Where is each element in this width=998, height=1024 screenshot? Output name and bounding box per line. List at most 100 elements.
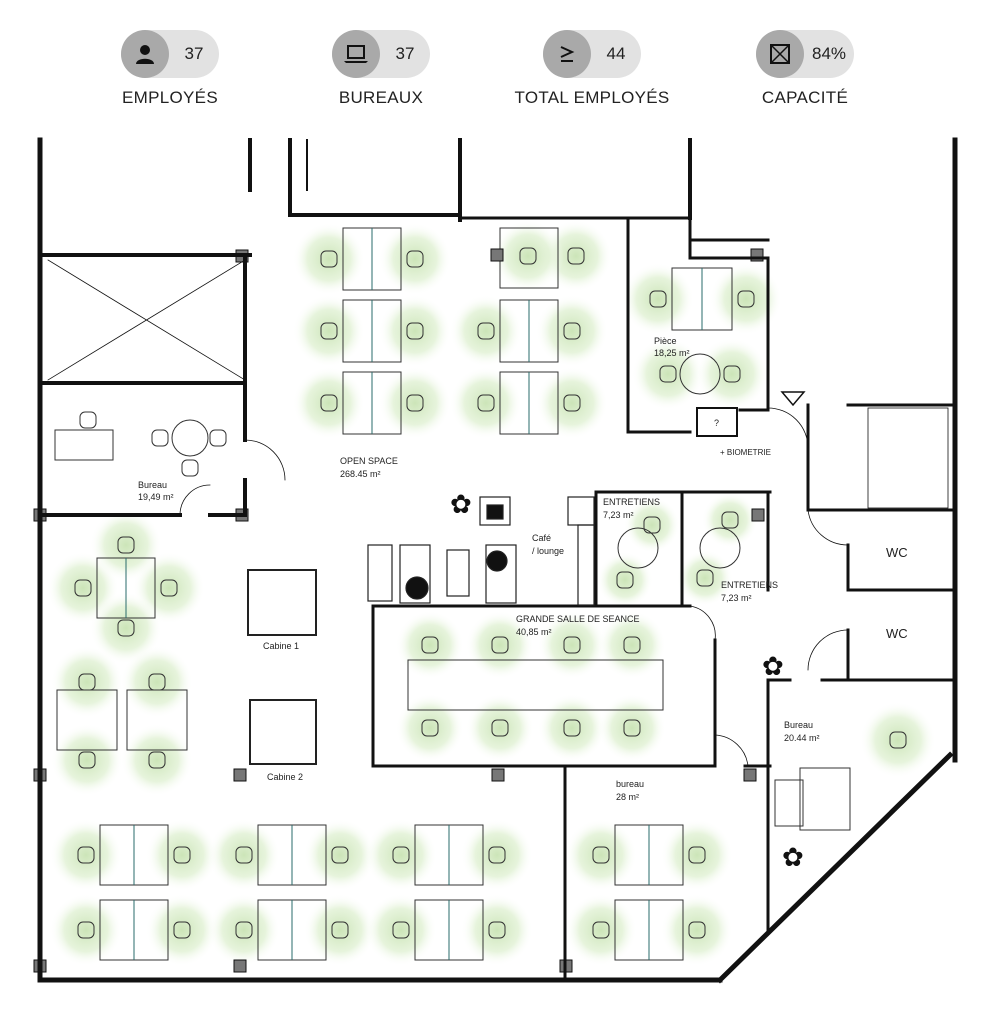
plant-icon: ✿	[762, 652, 784, 682]
chair	[74, 579, 92, 597]
seat-glow	[565, 894, 637, 966]
seat-glow	[598, 694, 666, 762]
chair	[649, 290, 667, 308]
chair	[331, 921, 349, 939]
desk	[799, 767, 851, 831]
cafe-label: Café	[532, 533, 551, 543]
chair	[519, 247, 537, 265]
plant-icon: ✿	[450, 490, 472, 520]
round-table	[679, 353, 721, 395]
cabine-1-label: Cabine 1	[263, 641, 299, 651]
chair	[77, 921, 95, 939]
seat-glow	[450, 367, 522, 439]
seat-glow	[622, 263, 694, 335]
chair	[77, 846, 95, 864]
chair	[406, 394, 424, 412]
chair	[235, 921, 253, 939]
seat-glow	[121, 724, 193, 796]
seat-glow	[450, 295, 522, 367]
chair	[173, 846, 191, 864]
bureau-28-area: 28 m²	[616, 792, 639, 802]
chair	[160, 579, 178, 597]
seat-glow	[304, 894, 376, 966]
chair	[491, 636, 509, 654]
question-label: ?	[714, 418, 719, 428]
seat-glow	[379, 295, 451, 367]
stat-pill: 84%	[756, 30, 854, 78]
open-space-label: OPEN SPACE	[340, 456, 398, 466]
seat-glow	[50, 894, 122, 966]
room-labels: OPEN SPACE 268.45 m² Bureau 19,49 m² Piè…	[138, 336, 908, 802]
chair	[592, 846, 610, 864]
walls	[37, 137, 958, 984]
bureau-right-label: Bureau	[784, 720, 813, 730]
bureau-left-area: 19,49 m²	[138, 492, 174, 502]
bureau-right-area: 20.44 m²	[784, 733, 820, 743]
seat-glow	[696, 338, 768, 410]
seat-glow	[624, 497, 680, 553]
column	[743, 768, 757, 782]
seat-glow	[702, 492, 758, 548]
chair	[477, 322, 495, 340]
column	[751, 508, 765, 522]
seat-glow	[208, 894, 280, 966]
seat-glow	[396, 694, 464, 762]
seat-glow	[379, 367, 451, 439]
chair	[181, 459, 199, 477]
salle-label: GRANDE SALLE DE SEANCE	[516, 614, 640, 624]
seat-glow	[661, 894, 733, 966]
chair	[392, 921, 410, 939]
chair	[406, 322, 424, 340]
lounge-label: / lounge	[532, 546, 564, 556]
seat-glow	[860, 702, 936, 778]
stat-value: 37	[184, 44, 204, 63]
stat-value: 84%	[811, 44, 847, 63]
chair	[235, 846, 253, 864]
chair	[117, 536, 135, 554]
stats-bar: 37 EMPLOYÉS 37 BUREAUX 44 TOTAL EMPLOYÉS…	[0, 30, 998, 110]
chair	[320, 322, 338, 340]
salle-area: 40,85 m²	[516, 627, 552, 637]
seat-glow	[365, 819, 437, 891]
seat-glow	[536, 367, 608, 439]
chair	[721, 511, 739, 529]
entretiens-1-label: ENTRETIENS	[603, 497, 660, 507]
seat-glow	[146, 894, 218, 966]
chair	[488, 921, 506, 939]
seat-glow	[50, 819, 122, 891]
wc-2-label: WC	[886, 626, 908, 641]
round-table	[617, 527, 659, 569]
chair	[567, 247, 585, 265]
seat-glow	[396, 611, 464, 679]
sofa	[774, 779, 804, 827]
chair	[563, 394, 581, 412]
plant-icon: ✿	[782, 843, 804, 873]
seat-glow	[661, 819, 733, 891]
open-space-area: 268.45 m²	[340, 469, 381, 479]
stat-label: TOTAL EMPLOYÉS	[514, 88, 670, 107]
cafe-furniture	[367, 496, 595, 606]
stat-bureaux: 37 BUREAUX	[286, 30, 476, 108]
seat-glow-layer	[47, 220, 936, 966]
seat-glow	[51, 724, 123, 796]
bureau-left-label: Bureau	[138, 480, 167, 490]
laptop-icon	[332, 30, 380, 78]
floor-plan: OPEN SPACE 268.45 m² Bureau 19,49 m² Piè…	[33, 137, 958, 984]
chair	[643, 516, 661, 534]
biometrie-label: + BIOMETRIE	[720, 448, 771, 457]
round-table	[171, 419, 209, 457]
stat-pill: 37	[121, 30, 219, 78]
chair	[151, 429, 169, 447]
chair	[78, 673, 96, 691]
stat-pill: 37	[332, 30, 430, 78]
seat-glow	[710, 263, 782, 335]
seat-glow	[461, 819, 533, 891]
chair	[623, 636, 641, 654]
cabins	[247, 569, 317, 765]
seat-glow	[492, 220, 564, 292]
seat-glow	[293, 367, 365, 439]
chair	[173, 921, 191, 939]
entretiens-2-label: ENTRETIENS	[721, 580, 778, 590]
greater-equal-icon	[543, 30, 591, 78]
furniture-layer	[33, 227, 907, 973]
